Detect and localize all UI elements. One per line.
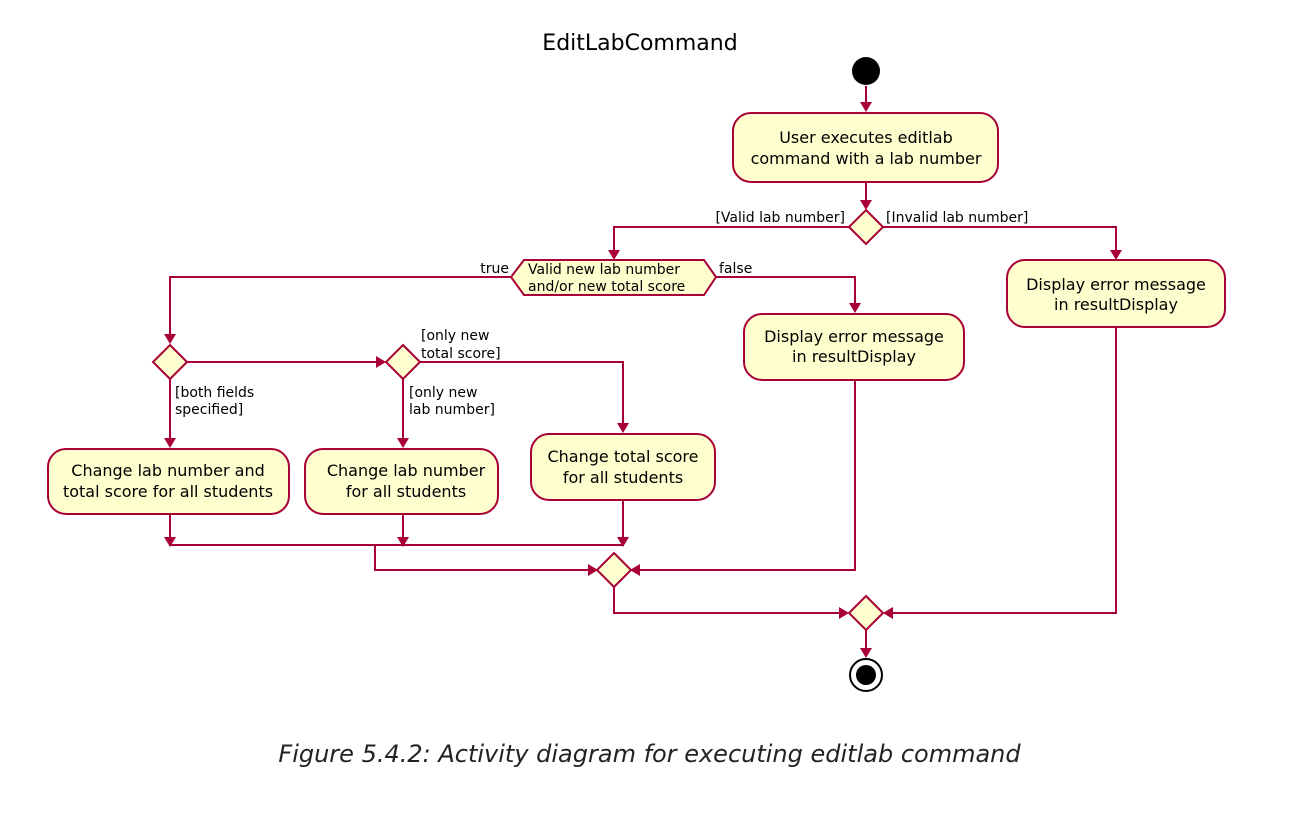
arrowhead — [397, 438, 409, 448]
arrowhead — [849, 303, 861, 313]
label-true: true — [480, 261, 509, 277]
edge-invalid-lab — [883, 226, 1117, 258]
arrowhead — [164, 438, 176, 448]
action-error-no-field-line1: Display error message — [764, 327, 944, 346]
action-error-invalid-lab: Display error message in resultDisplay — [1006, 259, 1226, 328]
arrowhead — [376, 356, 386, 368]
action-change-score-line1: Change total score — [547, 447, 698, 466]
arrowhead — [1110, 250, 1122, 260]
merge-change — [595, 551, 633, 589]
edge-false — [716, 276, 856, 311]
arrowhead — [630, 564, 640, 576]
arrowhead — [883, 607, 893, 619]
edge-merge-to-final — [613, 587, 847, 614]
arrowhead — [608, 250, 620, 260]
arrowhead — [839, 607, 849, 619]
arrowhead — [164, 537, 176, 547]
arrowhead — [860, 648, 872, 658]
label-only-score-line1: [only new — [421, 328, 489, 344]
diagram-title: EditLabCommand — [542, 31, 737, 56]
label-both-fields-line1: [both fields — [175, 385, 254, 401]
edge-merge-to-diamond — [374, 545, 596, 571]
start-node — [852, 57, 880, 85]
action-error-no-field-line2: in resultDisplay — [792, 347, 916, 366]
action-error-invalid-line1: Display error message — [1026, 275, 1206, 294]
activity-diagram: EditLabCommand — [47, 31, 1226, 692]
action-user-executes-line1: User executes editlab — [779, 128, 953, 147]
edge-invalid-to-final — [885, 328, 1117, 614]
label-both-fields-line2: specified] — [175, 402, 243, 418]
edges — [164, 86, 1122, 658]
label-false: false — [719, 261, 752, 277]
merge-final — [847, 594, 885, 632]
edge-only-score — [420, 361, 624, 431]
label-invalid-lab: [Invalid lab number] — [886, 210, 1028, 226]
label-only-lab-line1: [only new — [409, 385, 477, 401]
action-change-both-line2: total score for all students — [63, 482, 273, 501]
action-change-score-line2: for all students — [563, 468, 683, 487]
arrowhead — [397, 537, 409, 547]
decision-which-field — [384, 343, 422, 381]
label-only-lab-line2: lab number] — [409, 402, 495, 418]
arrowhead — [164, 334, 176, 344]
arrowhead — [617, 537, 629, 547]
decision-lab-number — [847, 208, 885, 246]
label-valid-lab: [Valid lab number] — [715, 210, 845, 226]
edge-true — [169, 276, 511, 342]
action-change-lab: Change lab number for all students — [304, 448, 499, 515]
arrowhead — [860, 102, 872, 112]
arrowhead — [860, 200, 872, 210]
end-node — [849, 658, 883, 692]
action-user-executes: User executes editlab command with a lab… — [732, 112, 999, 183]
hexagon-line1: Valid new lab number — [528, 262, 680, 278]
action-error-invalid-line2: in resultDisplay — [1054, 295, 1178, 314]
edge-error-to-merge — [632, 381, 856, 571]
decision-valid-new-values: Valid new lab number and/or new total sc… — [509, 259, 718, 296]
arrowhead — [617, 423, 629, 433]
action-user-executes-line2: command with a lab number — [751, 149, 982, 168]
action-change-both-line1: Change lab number and — [71, 461, 264, 480]
action-change-score: Change total score for all students — [530, 433, 716, 501]
decision-both-fields — [151, 343, 189, 381]
label-only-score-line2: total score] — [421, 346, 501, 362]
action-change-both: Change lab number and total score for al… — [47, 448, 290, 515]
hexagon-line2: and/or new total score — [528, 279, 685, 295]
arrowhead — [588, 564, 598, 576]
edge-valid-lab — [613, 226, 849, 258]
action-error-no-field: Display error message in resultDisplay — [743, 313, 965, 381]
action-change-lab-line2: for all students — [346, 482, 466, 501]
figure-caption: Figure 5.4.2: Activity diagram for execu… — [278, 740, 1021, 768]
action-change-lab-line1: Change lab number — [327, 461, 486, 480]
